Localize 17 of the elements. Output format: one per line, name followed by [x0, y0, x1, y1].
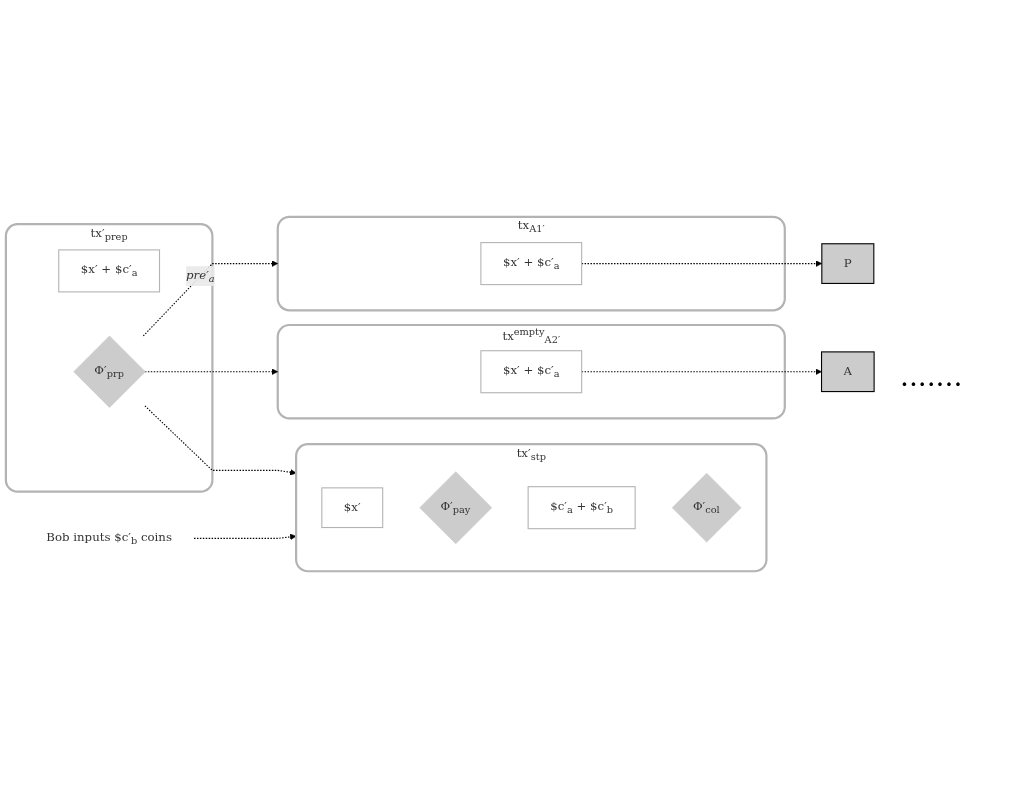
arrow: [142, 260, 279, 337]
edge-label: pre′$_{a}$: [186, 267, 215, 284]
continuation-dots: .......: [900, 360, 963, 393]
node-box: A: [821, 351, 875, 393]
arrow: [144, 405, 297, 476]
arrow: [581, 368, 822, 375]
node-diamond: Φ′$_{prp}$: [73, 335, 146, 408]
node-diamond: Φ′$_{pay}$: [419, 471, 493, 544]
arrow: [193, 533, 297, 541]
node-box: $x′ + $c′$_{a}$: [58, 249, 161, 293]
node-box: $c′$_{a}$ + $c′$_{b}$: [527, 486, 636, 530]
node-diamond: Φ′$_{col}$: [671, 472, 742, 543]
node-box: $x′ + $c′$_{a}$: [480, 350, 583, 394]
node-box: $x′: [321, 487, 384, 528]
node-text: Bob inputs $c′$_{b}$ coins: [46, 529, 172, 547]
node-box: P: [821, 243, 875, 284]
node-box: $x′ + $c′$_{a}$: [480, 242, 583, 286]
